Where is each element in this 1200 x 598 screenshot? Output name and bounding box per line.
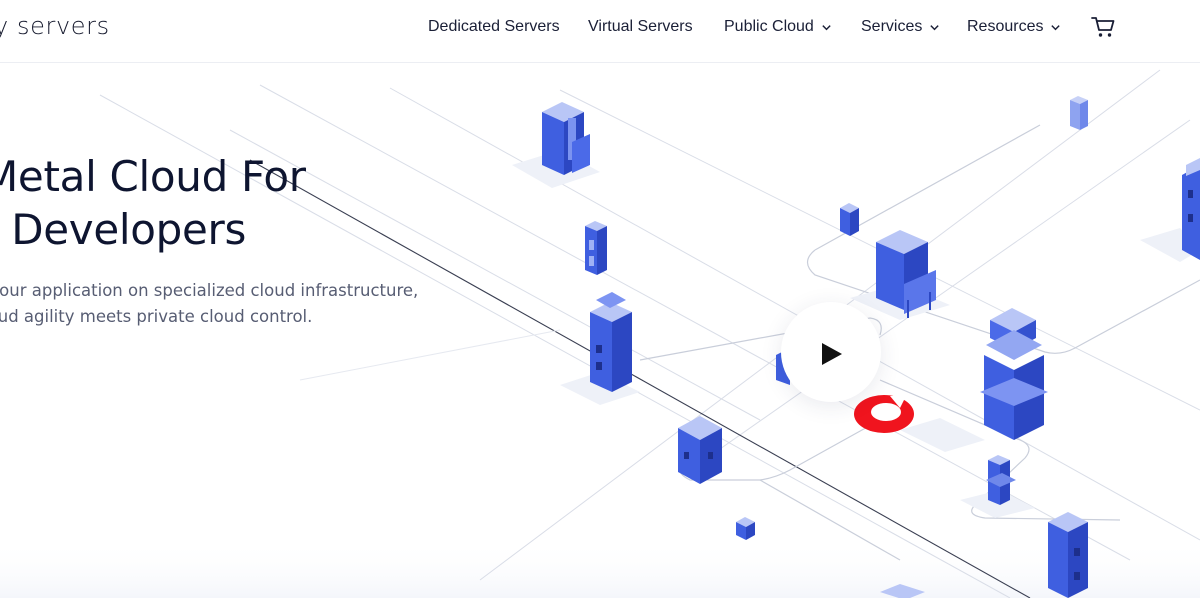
building (542, 102, 590, 175)
hero-illustration (0, 69, 1200, 598)
hero-title: Metal Cloud For t Developers (0, 150, 306, 256)
hero-title-line-2: t Developers (0, 205, 247, 254)
hero-subtitle-line-1: e your application on specialized cloud … (0, 281, 419, 300)
nav-resources[interactable]: Resources (967, 18, 1061, 36)
nav-label: Services (861, 18, 923, 35)
site-header: y servers Dedicated Servers Virtual Serv… (0, 0, 1200, 63)
nav-label: Dedicated Servers (428, 18, 560, 35)
site-logo[interactable]: y servers (0, 12, 110, 40)
play-icon (822, 343, 842, 365)
hero-subtitle-line-2: cloud agility meets private cloud contro… (0, 307, 313, 326)
video-play-button[interactable] (781, 302, 881, 402)
chevron-down-icon (822, 24, 831, 30)
red-ring-logo (854, 395, 914, 433)
nav-label: Resources (967, 18, 1044, 35)
nav-label: Public Cloud (724, 18, 814, 35)
hero-title-line-1: Metal Cloud For (0, 152, 306, 201)
nav-dedicated-servers[interactable]: Dedicated Servers (428, 18, 560, 36)
shopping-cart-icon[interactable] (1090, 15, 1116, 39)
nav-virtual-servers[interactable]: Virtual Servers (588, 18, 693, 36)
nav-public-cloud[interactable]: Public Cloud (724, 18, 832, 36)
nav-label: Virtual Servers (588, 18, 693, 35)
chevron-down-icon (930, 24, 940, 30)
chevron-down-icon (1051, 24, 1061, 30)
hero-subtitle: e your application on specialized cloud … (0, 278, 418, 330)
nav-services[interactable]: Services (861, 18, 940, 36)
